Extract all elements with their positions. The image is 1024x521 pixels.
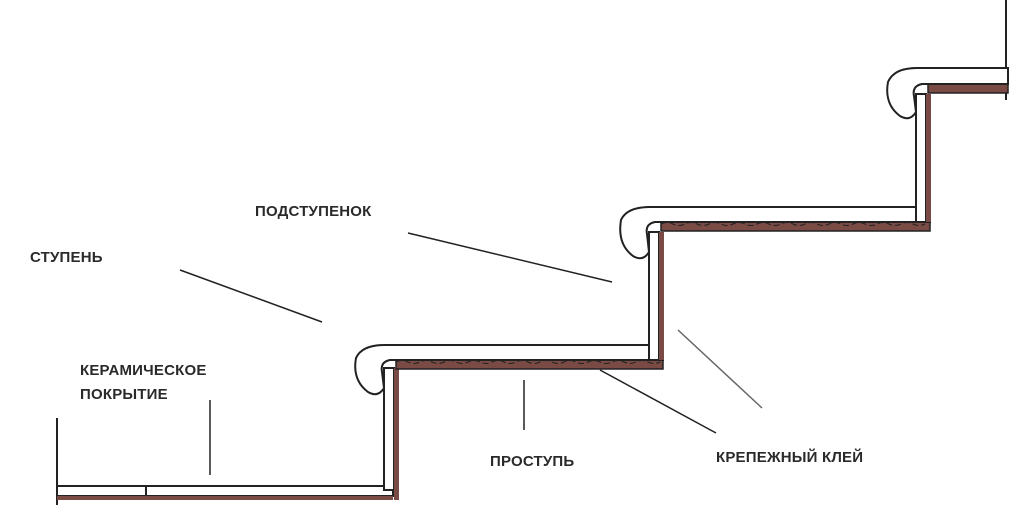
label-riser: ПОДСТУПЕНОК xyxy=(255,203,372,220)
adhesive-leader-line xyxy=(599,369,717,434)
label-step: СТУПЕНЬ xyxy=(30,249,103,266)
label-ceramic-line2: ПОКРЫТИЕ xyxy=(80,386,168,403)
label-ceramic-line1: КЕРАМИЧЕСКОЕ xyxy=(80,362,207,379)
label-adhesive: КРЕПЕЖНЫЙ КЛЕЙ xyxy=(716,449,864,466)
step-1 xyxy=(354,344,664,500)
label-tread: ПРОСТУПЬ xyxy=(490,453,575,470)
step-leader-line xyxy=(179,269,323,323)
floor-tiles xyxy=(56,485,394,500)
riser-adhesive-leader-line xyxy=(677,329,763,409)
step-2 xyxy=(619,206,931,361)
step-3 xyxy=(886,67,1009,223)
riser-leader-line xyxy=(407,232,613,283)
